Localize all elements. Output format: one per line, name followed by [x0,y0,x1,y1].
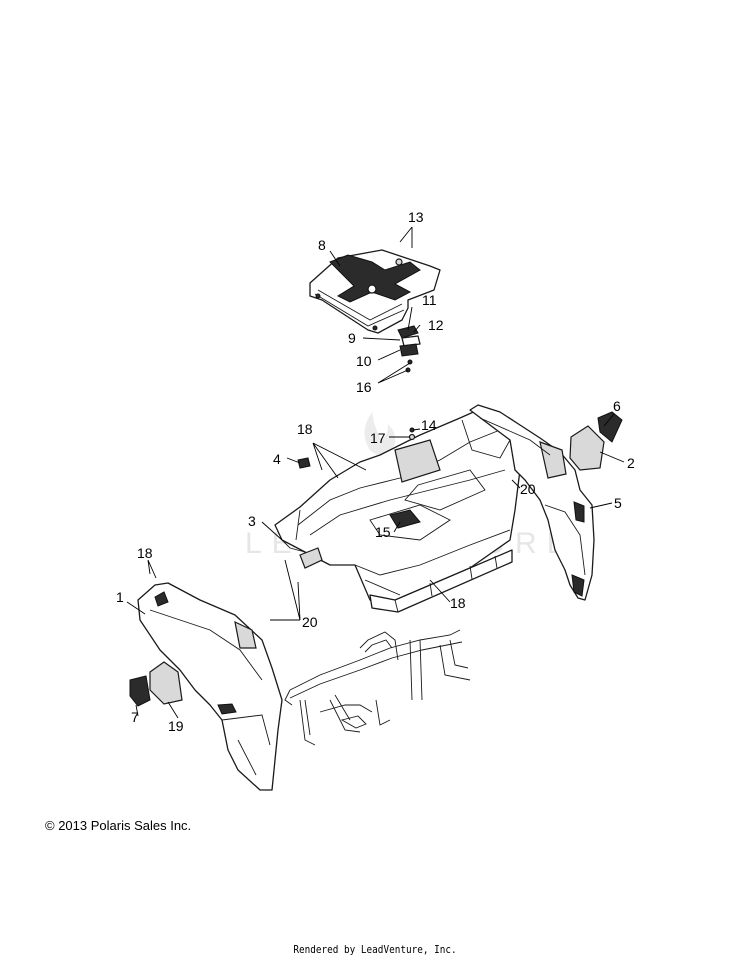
callout-16: 16 [356,379,372,395]
callout-5: 5 [614,495,622,511]
callout-7: 7 [131,709,139,725]
part-6-reflector [597,411,623,443]
callout-9: 9 [348,330,356,346]
callout-3: 3 [248,513,256,529]
callout-18-left: 18 [137,545,153,561]
parts-9-12-latch-hardware [397,325,421,373]
callout-6: 6 [613,398,621,414]
part-19-reflector-trim [149,661,183,705]
callout-15: 15 [375,524,391,540]
callout-1: 1 [116,589,124,605]
callout-18-top: 18 [297,421,313,437]
rear-frame-assembly [284,629,471,746]
callout-18-bottom: 18 [450,595,466,611]
callout-11: 11 [422,292,437,308]
part-5-right-side-panel [469,404,595,601]
callout-4: 4 [273,451,281,467]
callout-20-left: 20 [302,614,318,630]
callout-13: 13 [408,209,424,225]
part-8-cover-panel [309,249,441,334]
part-2-reflector-trim [569,425,605,471]
callout-2: 2 [627,455,635,471]
part-7-reflector [129,675,151,707]
part-3-rear-storage-box [274,409,521,613]
leader-lines [126,226,625,719]
callout-17: 17 [370,430,386,446]
callout-20-right: 20 [520,481,536,497]
rendered-by-footer: Rendered by LeadVenture, Inc. [293,943,457,956]
callout-8: 8 [318,237,326,253]
part-1-left-side-panel [137,582,283,791]
callout-14: 14 [421,417,437,433]
part-4-clip [297,457,311,469]
callout-19: 19 [168,718,184,734]
callout-10: 10 [356,353,372,369]
callouts: 8 13 11 12 9 10 16 14 17 18 4 3 15 6 2 5… [116,209,635,734]
callout-12: 12 [428,317,444,333]
copyright-notice: © 2013 Polaris Sales Inc. [45,818,192,833]
